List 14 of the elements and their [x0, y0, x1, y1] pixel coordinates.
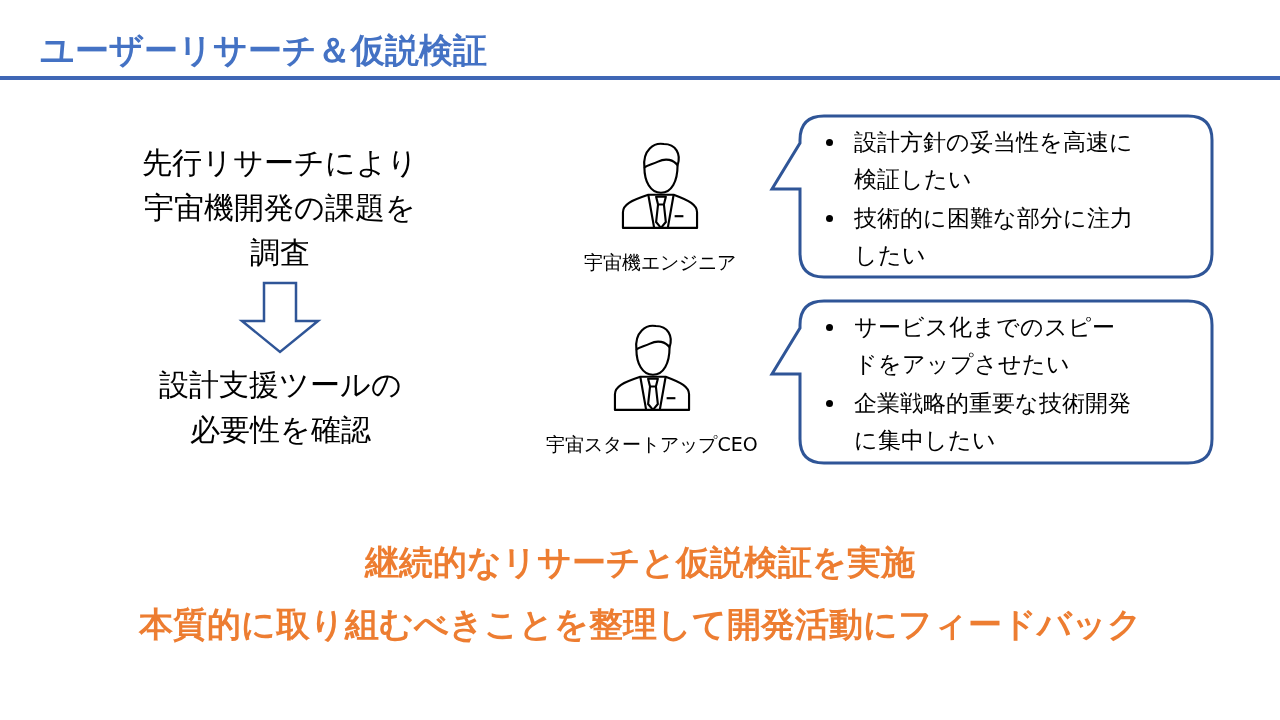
speech-bubble [770, 114, 1214, 279]
summary-text: 継続的なリサーチと仮説検証を実施 [365, 541, 915, 584]
bullet-text: 設計方針の妥当性を高速に検証したい [854, 128, 1134, 194]
slide-title: ユーザーリサーチ＆仮説検証 [40, 29, 487, 72]
bullet-text: 技術的に困難な部分に注力したい [854, 204, 1134, 270]
bullet-text: 企業戦略的重要な技術開発に集中したい [854, 389, 1132, 455]
speech-bubble [770, 299, 1214, 465]
finding-text: 設計支援ツールの必要性を確認 [157, 366, 403, 449]
person-label: 宇宙スタートアップCEO [546, 432, 758, 457]
person-label: 宇宙機エンジニア [584, 250, 736, 275]
block-arrow [238, 281, 322, 354]
finding-text: 先行リサーチにより宇宙機開発の課題を調査 [141, 144, 419, 272]
bullet-text: サービス化までのスピードをアップさせたい [854, 313, 1116, 379]
summary-text: 本質的に取り組むべきことを整理して開発活動にフィードバック [138, 603, 1142, 646]
